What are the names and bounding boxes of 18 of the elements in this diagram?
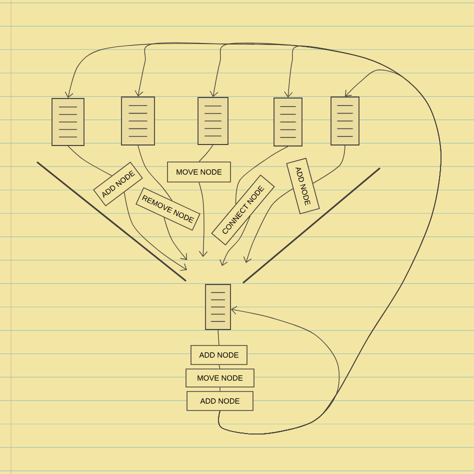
document-icon (274, 98, 302, 146)
connector-line (235, 146, 288, 204)
connector-line (68, 146, 112, 176)
connector-line (138, 145, 172, 201)
connector-line (218, 330, 220, 346)
document-icon (198, 97, 228, 145)
document-icon (330, 96, 360, 146)
arrow (124, 192, 187, 271)
document-icon (121, 96, 155, 146)
arrow (164, 217, 187, 260)
document-icon (205, 284, 231, 330)
connector-line (218, 364, 220, 369)
connector-line (198, 144, 214, 162)
document-icon (52, 98, 84, 146)
connector-line (312, 145, 346, 184)
arrow (243, 188, 294, 263)
arrow (198, 182, 208, 257)
arrow (220, 216, 251, 266)
